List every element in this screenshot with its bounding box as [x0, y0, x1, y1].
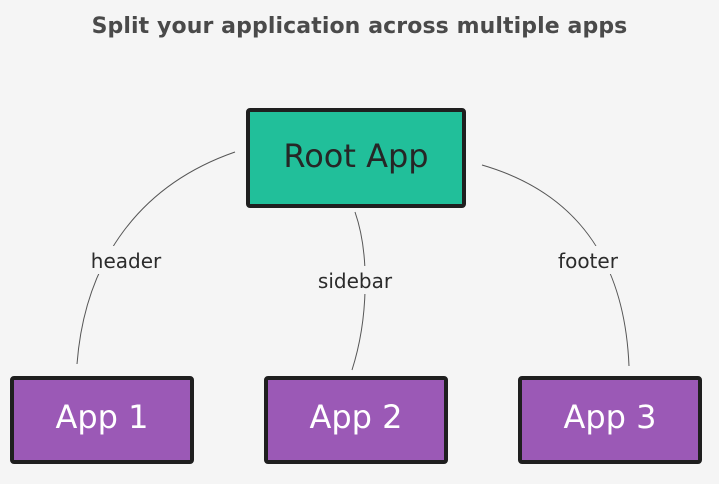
app-node-1: App 1	[10, 376, 194, 464]
edge-label-footer: footer	[558, 249, 619, 273]
app-3-label: App 3	[563, 398, 656, 436]
root-app-label: Root App	[283, 137, 428, 175]
edge-label-bg	[82, 246, 168, 274]
app-1-label: App 1	[55, 398, 148, 436]
connector-header	[76, 151, 236, 365]
diagram-title: Split your application across multiple a…	[91, 14, 628, 39]
app-2-box	[264, 376, 448, 464]
root-app-box	[246, 108, 466, 208]
app-node-2: App 2	[264, 376, 448, 464]
app-2-label: App 2	[309, 398, 402, 436]
root-app-node: Root App	[246, 108, 466, 208]
app-node-3: App 3	[518, 376, 702, 464]
edge-label-bg	[548, 246, 628, 274]
connector-footer	[481, 164, 630, 367]
edge-label-header: header	[91, 249, 162, 273]
edge-label-bg	[308, 266, 400, 294]
edge-label-sidebar: sidebar	[318, 269, 393, 293]
app-1-box	[10, 376, 194, 464]
app-3-box	[518, 376, 702, 464]
